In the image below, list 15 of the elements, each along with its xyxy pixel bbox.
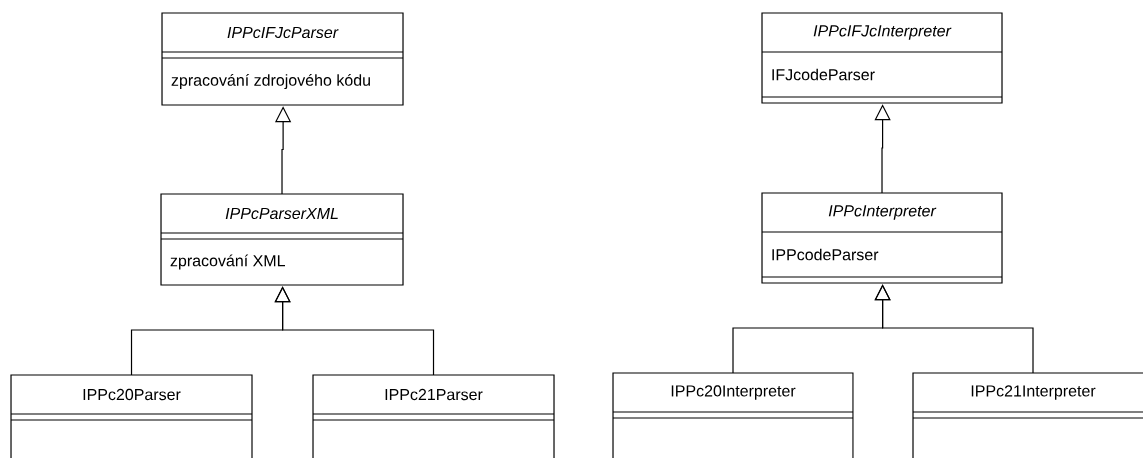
class-name: IPPcIFJcInterpreter — [813, 25, 952, 40]
member-text: IPPcodeParser — [772, 248, 879, 261]
member-text: zpracování XML — [170, 254, 285, 270]
inheritance-arrow — [274, 286, 435, 376]
class-name: IPPc21Interpreter — [971, 385, 1096, 400]
inheritance-arrow — [874, 104, 891, 194]
class-name: IPPcInterpreter — [828, 205, 937, 220]
class-name: IPPcParserXML — [225, 207, 338, 220]
class-name: IPPcIFJcParser — [227, 26, 339, 39]
class-name: IPPc21Parser — [385, 388, 483, 401]
member-text: IFJcodeParser — [772, 68, 875, 81]
class-name: IPPc20Interpreter — [671, 385, 796, 400]
inheritance-arrow — [874, 284, 1034, 374]
class-name: IPPc20Parser — [83, 388, 181, 401]
member-text: zpracování zdrojového kódu — [171, 73, 370, 90]
